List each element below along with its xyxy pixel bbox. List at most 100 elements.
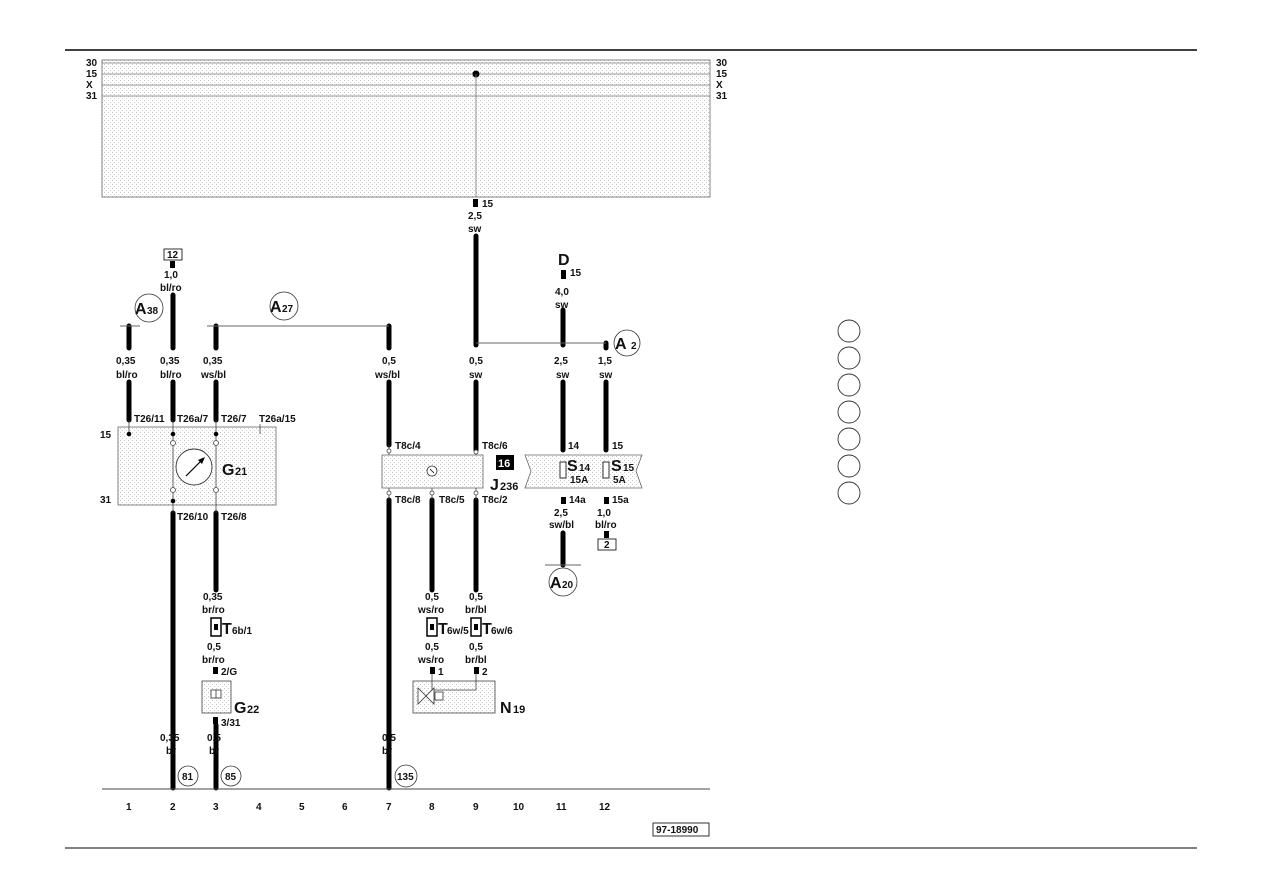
w9-color: sw: [469, 370, 483, 381]
valve-coil: [434, 691, 444, 701]
s15-letter: S: [611, 458, 622, 475]
w1-color: bl/ro: [116, 370, 138, 381]
ref-12-pin: [170, 261, 175, 268]
valve-icon-right: [425, 687, 435, 705]
t6w6-sub: 6w/6: [491, 626, 513, 637]
cluster-side-31: 31: [100, 495, 112, 506]
fuse-holder: [524, 454, 643, 489]
w12-size: 1,5: [598, 356, 612, 367]
drawing-number: 97-18990: [656, 825, 699, 836]
column-numbers: 1 2 3 4 5 6 7 8 9 10 11 12: [126, 802, 611, 813]
g22-top-pin-label: 2/G: [221, 667, 237, 678]
w2-color: bl/ro: [160, 370, 182, 381]
n19-w1-color: ws/ro: [417, 605, 444, 616]
t6w6-plug-pin: [474, 624, 478, 630]
n19-w4-color: br/bl: [465, 655, 487, 666]
fuse-in-14: 14: [568, 441, 580, 452]
w14a-color: sw/bl: [549, 520, 574, 531]
s14-rating: 15A: [570, 475, 588, 486]
fuse-s14-body: [559, 461, 567, 479]
ref-box-2: [597, 538, 617, 551]
g21-sub: 21: [235, 466, 247, 478]
splice-a27-sub: 27: [282, 304, 294, 315]
legend-circle-1: [837, 319, 861, 343]
ground-85-circle: [220, 765, 242, 787]
ground-81-label: 81: [182, 772, 194, 783]
t6w5-plug-pin: [430, 624, 434, 630]
n19-w4-size: 0,5: [469, 642, 483, 653]
gnd1-color: br: [166, 746, 176, 757]
w3-color: ws/bl: [200, 370, 226, 381]
w15a-color: bl/ro: [595, 520, 617, 531]
conn-t26-8: T26/8: [221, 512, 247, 523]
splice-a20-letter: A: [550, 575, 562, 592]
d-pin-label: 15: [570, 268, 582, 279]
n19-pin-2-label: 2: [482, 667, 488, 678]
col-5: 5: [299, 802, 305, 813]
tap-pin-label: 15: [482, 199, 494, 210]
col-11: 11: [556, 802, 567, 813]
j236-ref-box: [496, 455, 514, 470]
j236-icon-mark: [429, 468, 435, 474]
splice-a27-letter: A: [270, 299, 282, 316]
s14-letter: S: [567, 458, 578, 475]
ref-box-12: [163, 248, 183, 261]
ground-135-circle: [394, 764, 418, 788]
ground-135-label: 135: [397, 772, 414, 783]
j236-letter: J: [490, 477, 499, 494]
gnd3-color: br: [382, 746, 392, 757]
w9-size: 0,5: [469, 356, 483, 367]
g22-w1-size: 0,35: [203, 592, 223, 603]
g22-top-pin: [213, 667, 218, 674]
ref-box-2-label: 2: [604, 540, 610, 551]
w11-color: sw: [556, 370, 570, 381]
g22-w2-color: br/ro: [202, 655, 225, 666]
bus-lines: [102, 62, 710, 97]
legend-circle-3: [837, 373, 861, 397]
fuse-s15-body: [602, 461, 610, 479]
ground-81-circle: [177, 765, 199, 787]
j236-pins: [386, 445, 479, 500]
d-pin: [561, 270, 566, 279]
legend-circles: [837, 319, 861, 505]
conn-t26-11: T26/11: [134, 414, 165, 425]
splice-a20-circle: [548, 567, 578, 597]
s15-sub: 15: [623, 463, 635, 474]
legend-circle-4: [837, 400, 861, 424]
t6w5-letter: T: [438, 621, 448, 638]
s14-sub: 14: [579, 463, 591, 474]
legend-circle-2: [837, 346, 861, 370]
splice-a2-sub: 2: [631, 341, 637, 352]
g22-letter: G: [234, 700, 246, 717]
col-12: 12: [599, 802, 611, 813]
fuse-out-14a-pin: [561, 497, 566, 504]
conn-t26a-7: T26a/7: [177, 414, 209, 425]
col-4: 4: [256, 802, 262, 813]
cluster-dots: [126, 431, 219, 504]
bus-label-31-right: 31: [716, 91, 728, 102]
w15a-size: 1,0: [597, 508, 611, 519]
bus-label-x-right: X: [716, 80, 723, 91]
fuse-in-15: 15: [612, 441, 624, 452]
n19-letter: N: [500, 700, 512, 717]
tap-pin: [473, 199, 478, 207]
valve-icon: [417, 687, 427, 705]
gauge-needle-tip: [198, 457, 205, 464]
w1-size: 0,35: [116, 356, 136, 367]
bus-label-15-left: 15: [86, 69, 98, 80]
n19-w2-color: br/bl: [465, 605, 487, 616]
ground-85-label: 85: [225, 772, 237, 783]
bus-label-15-right: 15: [716, 69, 728, 80]
tap-wire-color: sw: [468, 224, 482, 235]
bus-label-30-left: 30: [86, 58, 98, 69]
wire-12-size: 1,0: [164, 270, 178, 281]
legend-circle-7: [837, 481, 861, 505]
thick-wires: [126, 233, 609, 791]
s15-rating: 5A: [613, 475, 626, 486]
n19-internal-wire: [431, 674, 477, 691]
col-1: 1: [126, 802, 132, 813]
wire-12-color: bl/ro: [160, 283, 182, 294]
col-8: 8: [429, 802, 435, 813]
t6w6-letter: T: [482, 621, 492, 638]
w7-color: ws/bl: [374, 370, 400, 381]
